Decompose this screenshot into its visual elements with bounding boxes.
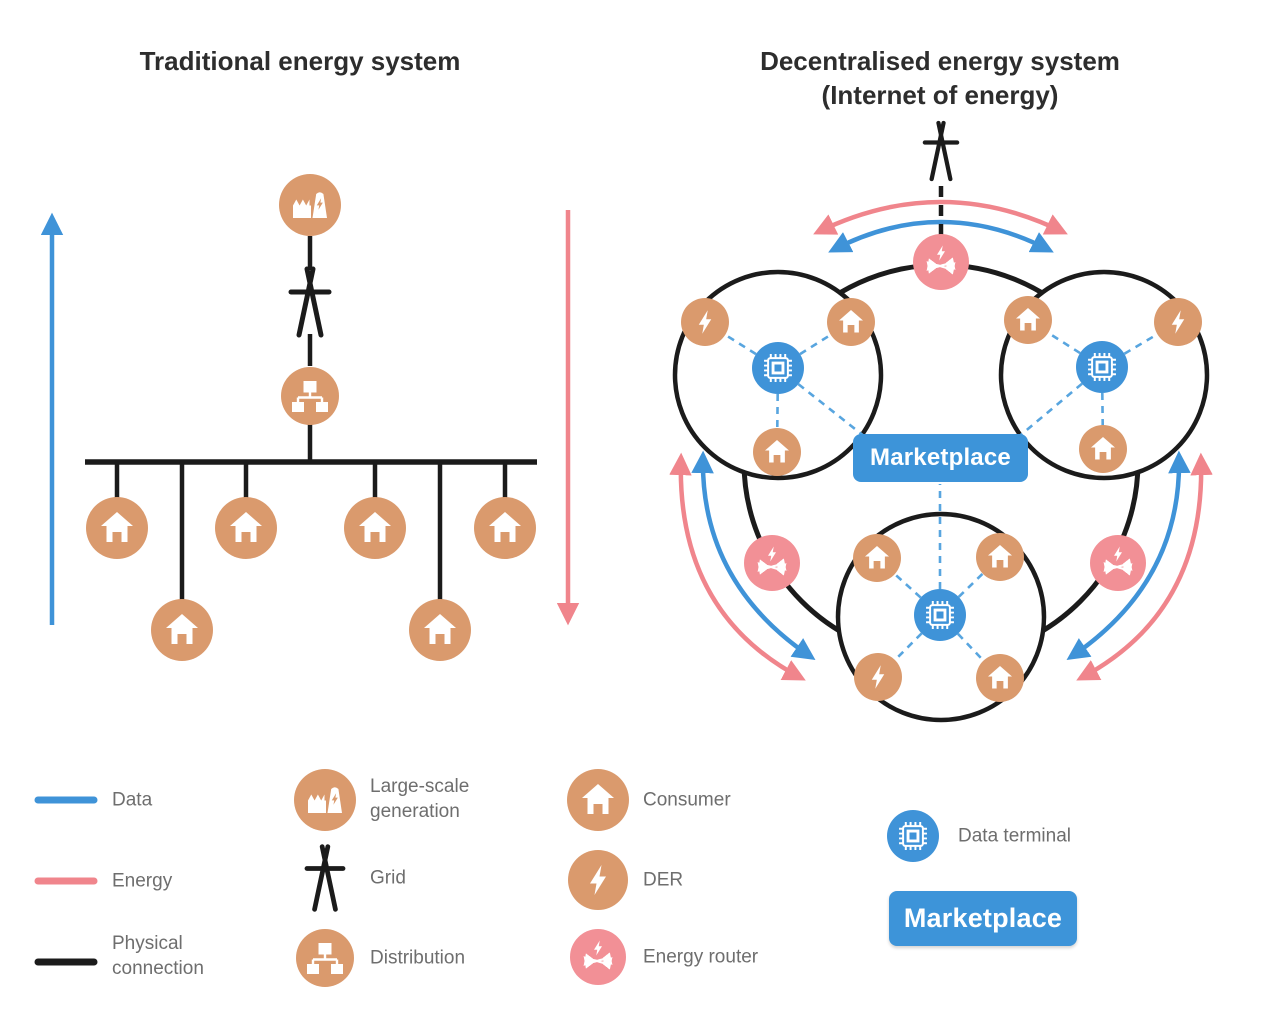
traditional-system-diagram — [40, 174, 580, 661]
legend-icons — [34, 769, 939, 987]
legend-label-energy: Energy — [112, 870, 173, 892]
decentralised-system-diagram — [669, 123, 1213, 723]
legend-distribution-icon — [296, 929, 354, 987]
marketplace-box: Marketplace — [853, 434, 1028, 482]
legend-energy-router-icon — [570, 929, 626, 985]
legend-label-large-scale-generation: Large-scale generation — [370, 776, 470, 822]
consumer-node — [1004, 296, 1052, 344]
energy-router-node — [1090, 535, 1146, 591]
der-node — [1154, 298, 1202, 346]
data-exchange-arc-top — [828, 219, 1054, 253]
right-diagram-title-line1: Decentralised energy system — [760, 46, 1120, 76]
energy-exchange-arc-top — [813, 199, 1068, 235]
data-exchange-arc-left — [691, 450, 816, 661]
energy-router-node — [744, 535, 800, 591]
legend-label-data-terminal: Data terminal — [958, 825, 1071, 847]
consumer-node — [1079, 425, 1127, 473]
energy-router-node — [913, 234, 969, 290]
legend-label-physical-connection: Physical connection — [112, 933, 204, 979]
legend-label-consumer: Consumer — [643, 789, 731, 811]
consumer-node — [409, 599, 471, 661]
legend-consumer-icon — [567, 769, 629, 831]
der-node — [681, 298, 729, 346]
consumer-node — [86, 497, 148, 559]
large-scale-generation-node — [279, 174, 341, 236]
consumer-node — [976, 654, 1024, 702]
legend-data-terminal-icon — [887, 810, 939, 862]
consumer-node — [976, 533, 1024, 581]
data-exchange-arc-right — [1066, 450, 1191, 661]
consumer-node — [474, 497, 536, 559]
right-diagram-title: Decentralised energy system (Internet of… — [690, 44, 1190, 112]
data-terminal-dashed-links — [704, 318, 1179, 679]
legend-label-distribution: Distribution — [370, 947, 466, 969]
grid-pylon-icon — [291, 269, 329, 335]
consumer-node — [753, 428, 801, 476]
legend-large-scale-generation-icon — [294, 769, 356, 831]
legend-der-icon — [568, 850, 628, 910]
distribution-node — [281, 367, 339, 425]
legend-label-energy-router: Energy router — [643, 946, 759, 968]
consumer-node — [151, 599, 213, 661]
legend-grid-icon — [307, 847, 343, 910]
legend-label-data: Data — [112, 789, 153, 811]
data-terminal-node — [914, 589, 966, 641]
legend-marketplace-box: Marketplace — [889, 891, 1077, 946]
right-diagram-title-line2: (Internet of energy) — [821, 80, 1059, 110]
legend-label-der: DER — [643, 869, 684, 891]
der-node — [854, 653, 902, 701]
consumer-node — [344, 497, 406, 559]
legend-label-grid: Grid — [370, 867, 406, 889]
consumer-drop-lines — [114, 462, 508, 601]
data-terminal-node — [752, 342, 804, 394]
left-diagram-title: Traditional energy system — [139, 46, 461, 76]
data-terminal-node — [1076, 341, 1128, 393]
consumer-node — [827, 298, 875, 346]
consumer-node — [215, 497, 277, 559]
grid-pylon-icon — [925, 123, 957, 179]
consumer-node — [853, 534, 901, 582]
